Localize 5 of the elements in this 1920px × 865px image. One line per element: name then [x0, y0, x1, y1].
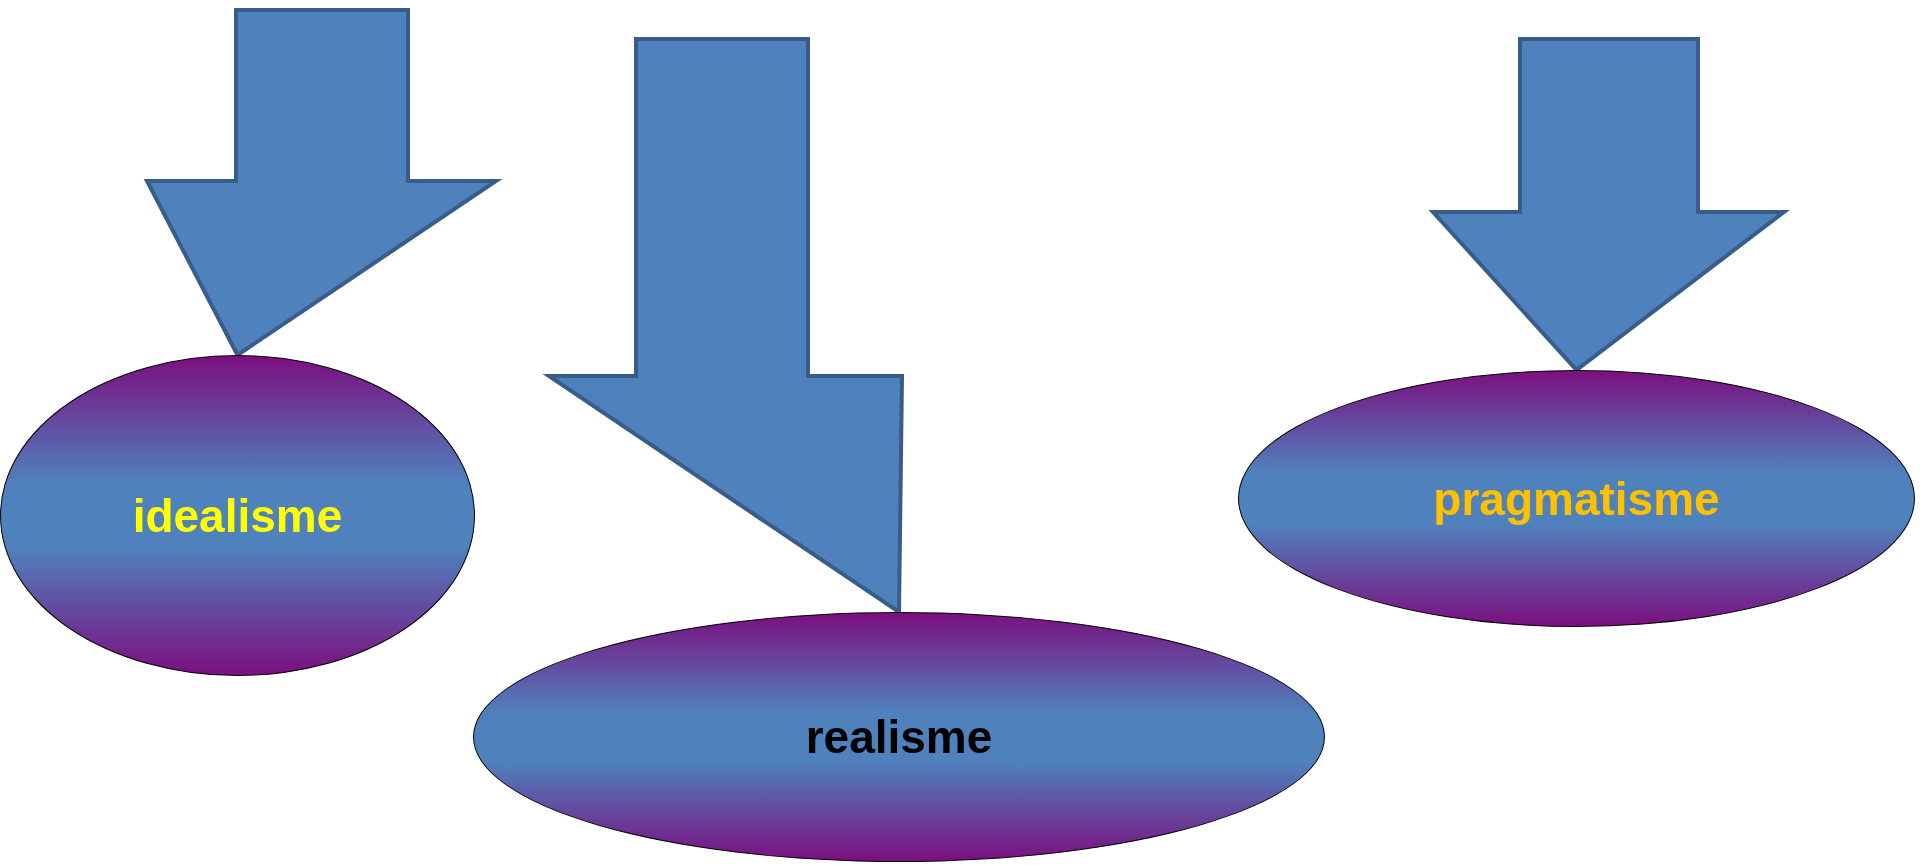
block-arrow — [1428, 37, 1790, 373]
ellipse-label: idealisme — [132, 488, 343, 543]
block-arrow — [143, 8, 503, 358]
ellipse-label: realisme — [805, 710, 993, 764]
ellipse-label: pragmatisme — [1433, 471, 1720, 526]
